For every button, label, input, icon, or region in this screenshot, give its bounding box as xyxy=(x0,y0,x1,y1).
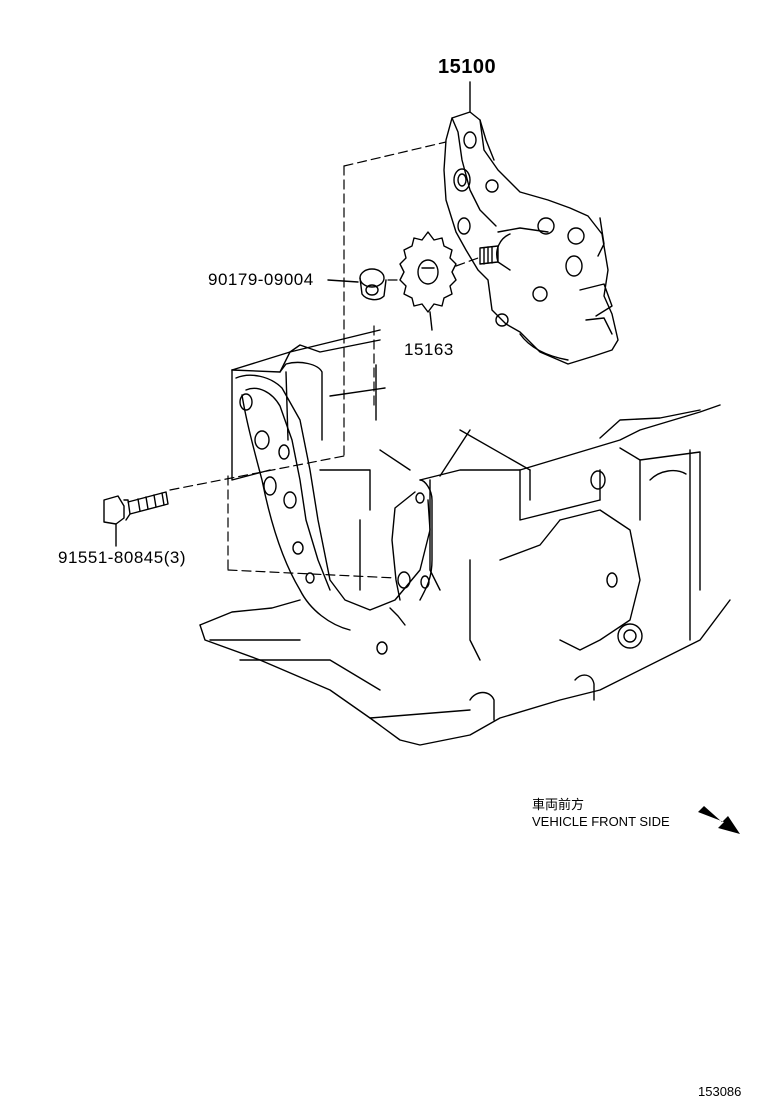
part-number-91551-80845: 91551-80845(3) xyxy=(58,548,186,567)
figure-reference-number: 153086 xyxy=(698,1084,742,1099)
part-number-15163: 15163 xyxy=(404,340,454,359)
leader-line-90179-09004 xyxy=(327,279,359,283)
vehicle-front-jp: 車両前方 xyxy=(532,797,585,812)
leader-line-15163 xyxy=(429,311,433,331)
installation-dashed-lines xyxy=(169,141,479,579)
flange-bolt xyxy=(103,491,169,525)
oil-pump-sprocket xyxy=(399,231,457,313)
vehicle-front-note: 車両前方 VEHICLE FRONT SIDE xyxy=(532,796,670,830)
flange-nut xyxy=(359,268,387,301)
oil-pump-assembly xyxy=(443,111,619,365)
direction-arrow-icon xyxy=(698,806,740,834)
vehicle-front-en: VEHICLE FRONT SIDE xyxy=(532,814,670,829)
part-number-15100: 15100 xyxy=(438,56,497,78)
engine-block xyxy=(199,329,731,746)
part-number-90179-09004: 90179-09004 xyxy=(208,270,314,289)
